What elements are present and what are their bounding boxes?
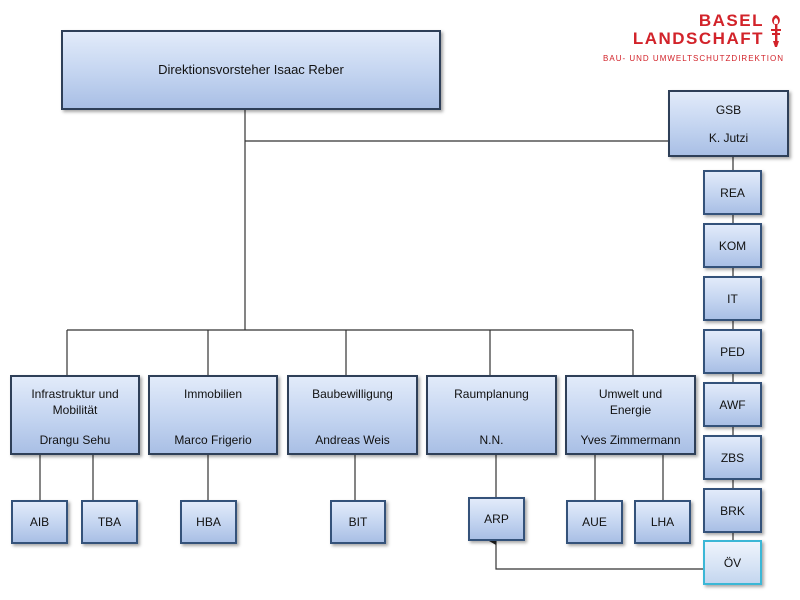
unit-label: TBA	[97, 515, 122, 529]
staff-unit-label: AWF	[719, 397, 746, 412]
department-head: Drangu Sehu	[39, 433, 111, 447]
department-name-line1: Raumplanung	[454, 387, 529, 401]
department-head: Andreas Weis	[315, 433, 390, 447]
department-raumplanung: Raumplanung N.N.	[426, 375, 557, 455]
unit-label: AUE	[582, 515, 607, 529]
basel-landschaft-logo: BASEL LANDSCHAFT BAU- UND UMWELTSCHUTZDI…	[603, 11, 784, 64]
department-immobilien: Immobilien Marco Frigerio	[148, 375, 278, 455]
department-head: N.N.	[479, 433, 504, 447]
unit-aue: AUE	[566, 500, 623, 544]
department-name-line1: Infrastruktur und	[31, 387, 119, 401]
staff-unit-ped: PED	[703, 329, 762, 374]
staff-unit-label: ZBS	[720, 450, 745, 465]
staff-unit-label: BRK	[720, 503, 745, 518]
staff-unit-it: IT	[703, 276, 762, 321]
unit-arp: ARP	[468, 497, 525, 541]
unit-label: ARP	[484, 512, 509, 526]
department-name-line2: Mobilität	[52, 403, 98, 417]
unit-label: LHA	[650, 515, 675, 529]
gsb-title: GSB	[715, 102, 742, 117]
staff-unit-oev: ÖV	[703, 540, 762, 585]
oev-to-arp-arrow	[489, 537, 703, 570]
department-head: Yves Zimmermann	[580, 433, 681, 447]
staff-unit-label: REA	[720, 185, 745, 200]
unit-label: AIB	[29, 515, 50, 529]
staff-unit-kom: KOM	[703, 223, 762, 268]
staff-unit-label: ÖV	[723, 555, 742, 570]
unit-aib: AIB	[11, 500, 68, 544]
logo-line-1: BASEL	[698, 11, 764, 30]
department-name-line1: Immobilien	[183, 387, 243, 401]
department-umwelt-energie: Umwelt und Energie Yves Zimmermann	[565, 375, 696, 455]
staff-unit-zbs: ZBS	[703, 435, 762, 480]
logo-line-2: LANDSCHAFT	[632, 29, 764, 48]
baselstab-icon	[771, 15, 781, 47]
unit-label: HBA	[196, 515, 221, 529]
unit-lha: LHA	[634, 500, 691, 544]
department-baubewilligung: Baubewilligung Andreas Weis	[287, 375, 418, 455]
logo-subtitle: BAU- UND UMWELTSCHUTZDIREKTION	[603, 54, 784, 63]
department-name-line1: Umwelt und	[598, 387, 663, 401]
unit-bit: BIT	[330, 500, 386, 544]
staff-unit-label: IT	[727, 291, 738, 306]
director-box: Direktionsvorsteher Isaac Reber	[61, 30, 441, 110]
department-head: Marco Frigerio	[174, 433, 252, 447]
staff-unit-label: KOM	[718, 238, 747, 253]
unit-hba: HBA	[180, 500, 237, 544]
unit-tba: TBA	[81, 500, 138, 544]
department-name-line1: Baubewilligung	[312, 387, 393, 401]
staff-unit-rea: REA	[703, 170, 762, 215]
unit-label: BIT	[348, 515, 368, 529]
staff-unit-label: PED	[720, 344, 745, 359]
gsb-person: K. Jutzi	[708, 130, 749, 145]
department-infrastruktur: Infrastruktur und Mobilität Drangu Sehu	[10, 375, 140, 455]
staff-unit-brk: BRK	[703, 488, 762, 533]
director-label: Direktionsvorsteher Isaac Reber	[158, 62, 344, 77]
staff-unit-awf: AWF	[703, 382, 762, 427]
gsb-box: GSB K. Jutzi	[668, 90, 789, 157]
department-name-line2: Energie	[609, 403, 652, 417]
